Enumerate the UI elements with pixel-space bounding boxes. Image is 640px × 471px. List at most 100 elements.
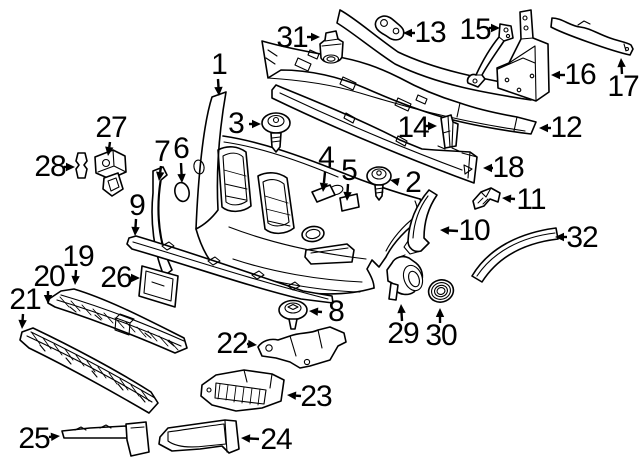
callout-arrowhead-12: [539, 123, 548, 133]
callout-arrowhead-21: [18, 319, 27, 329]
part-9-trim-strip: [126, 235, 334, 304]
callout-5[interactable]: 5: [341, 154, 358, 187]
callout-9[interactable]: 9: [129, 189, 146, 222]
callout-arrowhead-5: [343, 191, 352, 201]
callout-4[interactable]: 4: [318, 141, 335, 174]
callout-arrowhead-17: [617, 58, 626, 68]
part-27-sensor-holder: [94, 149, 127, 197]
callout-12[interactable]: 12: [550, 111, 582, 144]
part-29-pdc-sensor: [386, 254, 424, 301]
callout-7[interactable]: 7: [154, 135, 171, 168]
part-15-support-brace: [466, 23, 514, 88]
callout-1[interactable]: 1: [211, 48, 228, 81]
callout-arrowhead-23: [287, 391, 297, 400]
callout-29[interactable]: 29: [387, 317, 419, 350]
callout-arrowhead-20: [43, 295, 53, 304]
callout-32[interactable]: 32: [566, 221, 598, 254]
part-16-mount-bracket: [496, 9, 550, 102]
callout-25[interactable]: 25: [18, 422, 50, 455]
callout-arrowhead-19: [71, 275, 80, 285]
callout-30[interactable]: 30: [425, 319, 457, 352]
callout-3[interactable]: 3: [228, 107, 245, 140]
callout-11[interactable]: 11: [516, 183, 546, 216]
callout-15[interactable]: 15: [459, 13, 491, 46]
part-24-lower-trim: [158, 419, 240, 454]
callout-arrow-4: [322, 171, 327, 184]
callout-22[interactable]: 22: [216, 327, 248, 360]
part-10-corner-support: [403, 189, 438, 255]
callout-27[interactable]: 27: [95, 111, 127, 144]
callout-10[interactable]: 10: [458, 214, 490, 247]
part-22-support-bracket: [257, 326, 347, 369]
callout-arrowhead-7: [156, 171, 165, 181]
part-2-screw: [366, 166, 392, 201]
callout-28[interactable]: 28: [34, 150, 66, 183]
part-25-lower-strip: [61, 421, 150, 457]
callout-arrowhead-31: [311, 32, 320, 42]
part-8-rivet: [278, 299, 308, 330]
callout-arrowhead-2: [390, 177, 400, 187]
callout-arrowhead-25: [50, 432, 60, 441]
part-6-grommet: [174, 181, 190, 203]
callout-arrowhead-27: [105, 146, 114, 156]
part-30-sensor-ring: [427, 279, 455, 303]
callout-26[interactable]: 26: [100, 261, 132, 294]
part-26-plate-bracket: [138, 265, 179, 308]
callout-arrowhead-15: [491, 23, 500, 33]
callout-arrow-6: [179, 162, 183, 175]
callout-arrowhead-29: [397, 304, 406, 314]
callout-arrowhead-13: [403, 28, 412, 38]
callout-arrowhead-6: [177, 173, 186, 183]
callout-arrowhead-24: [241, 434, 251, 443]
part-14-bracket: [440, 114, 459, 149]
callout-16[interactable]: 16: [564, 58, 596, 91]
callout-arrowhead-3: [252, 119, 261, 129]
callout-arrow-27: [108, 141, 112, 148]
part-3-screw: [261, 112, 291, 153]
callout-13[interactable]: 13: [414, 16, 446, 49]
callout-arrowhead-22: [247, 339, 257, 349]
part-28-clip: [75, 152, 88, 179]
part-19-20-upper-grille: [47, 288, 188, 354]
callout-arrowhead-28: [66, 162, 75, 172]
callout-31[interactable]: 31: [276, 21, 308, 54]
part-32-arch-trim: [471, 227, 559, 283]
callout-24[interactable]: 24: [260, 423, 292, 456]
part-18-lower-carrier: [271, 84, 478, 184]
part-31-camera: [319, 30, 344, 64]
callout-arrowhead-4: [319, 182, 329, 192]
part-21-lower-grille: [19, 327, 159, 414]
callout-14[interactable]: 14: [397, 111, 429, 144]
callout-arrowhead-18: [483, 163, 492, 173]
callout-arrow-7: [158, 165, 163, 173]
callout-19[interactable]: 19: [62, 240, 94, 273]
part-23-fog-grille: [200, 369, 285, 412]
callout-arrow-24: [249, 437, 260, 441]
callout-arrowhead-32: [555, 232, 564, 242]
callout-arrowhead-16: [551, 70, 560, 80]
callout-18[interactable]: 18: [492, 151, 524, 184]
callout-arrowhead-1: [214, 86, 223, 96]
part-11-bracket: [472, 187, 501, 210]
callout-21[interactable]: 21: [9, 283, 41, 316]
callout-20[interactable]: 20: [33, 260, 65, 293]
callout-arrowhead-26: [131, 273, 140, 283]
callout-arrowhead-10: [440, 226, 450, 235]
part-5-pad: [339, 193, 360, 212]
callout-8[interactable]: 8: [328, 295, 345, 328]
callout-arrowhead-30: [435, 308, 445, 317]
callout-17[interactable]: 17: [607, 70, 639, 103]
callout-6[interactable]: 6: [173, 132, 190, 165]
callout-arrowhead-8: [309, 307, 319, 316]
callout-23[interactable]: 23: [300, 380, 332, 413]
callout-arrowhead-11: [502, 194, 512, 203]
callout-arrowhead-14: [428, 121, 437, 131]
part-17-side-bracket: [550, 17, 634, 56]
callout-arrow-10: [448, 229, 459, 233]
part-13-bracket-strap: [374, 15, 405, 41]
callout-2[interactable]: 2: [405, 166, 422, 199]
